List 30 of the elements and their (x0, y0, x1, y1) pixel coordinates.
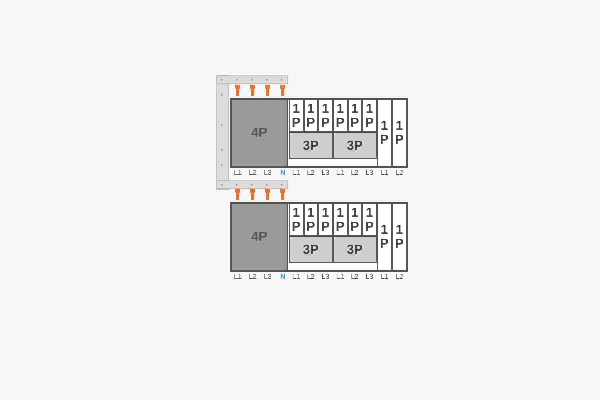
module-label: 1P (350, 102, 360, 130)
module-label: 1P (306, 102, 316, 130)
module-label: 1P (334, 206, 346, 234)
module-label: 4P (252, 126, 268, 140)
breaker-module (333, 236, 377, 263)
module-label: 1P (320, 102, 331, 130)
module-label: 3P (303, 242, 319, 256)
breaker-module (333, 132, 377, 159)
module-label: 1P (350, 206, 360, 234)
breaker-module (231, 99, 288, 167)
breaker-module (377, 99, 392, 167)
breaker-module (377, 203, 392, 271)
module-label: 1P (394, 223, 405, 251)
module-label: 1P (364, 102, 375, 130)
module-label: 3P (347, 138, 363, 152)
module-label: 1P (379, 223, 390, 251)
module-label: 4P (252, 230, 268, 244)
module-label: 1P (306, 206, 316, 234)
module-label: 1P (394, 119, 405, 147)
module-label: 1P (290, 102, 302, 130)
breaker-module (289, 236, 333, 263)
module-label: 3P (303, 138, 319, 152)
module-label: 1P (320, 206, 331, 234)
breaker-module (231, 203, 288, 271)
module-label: 1P (364, 206, 375, 234)
module-label: 1P (379, 119, 390, 147)
breaker-module (289, 132, 333, 159)
module-label: 1P (334, 102, 346, 130)
module-label: 3P (347, 242, 363, 256)
module-label: 1P (290, 206, 302, 234)
